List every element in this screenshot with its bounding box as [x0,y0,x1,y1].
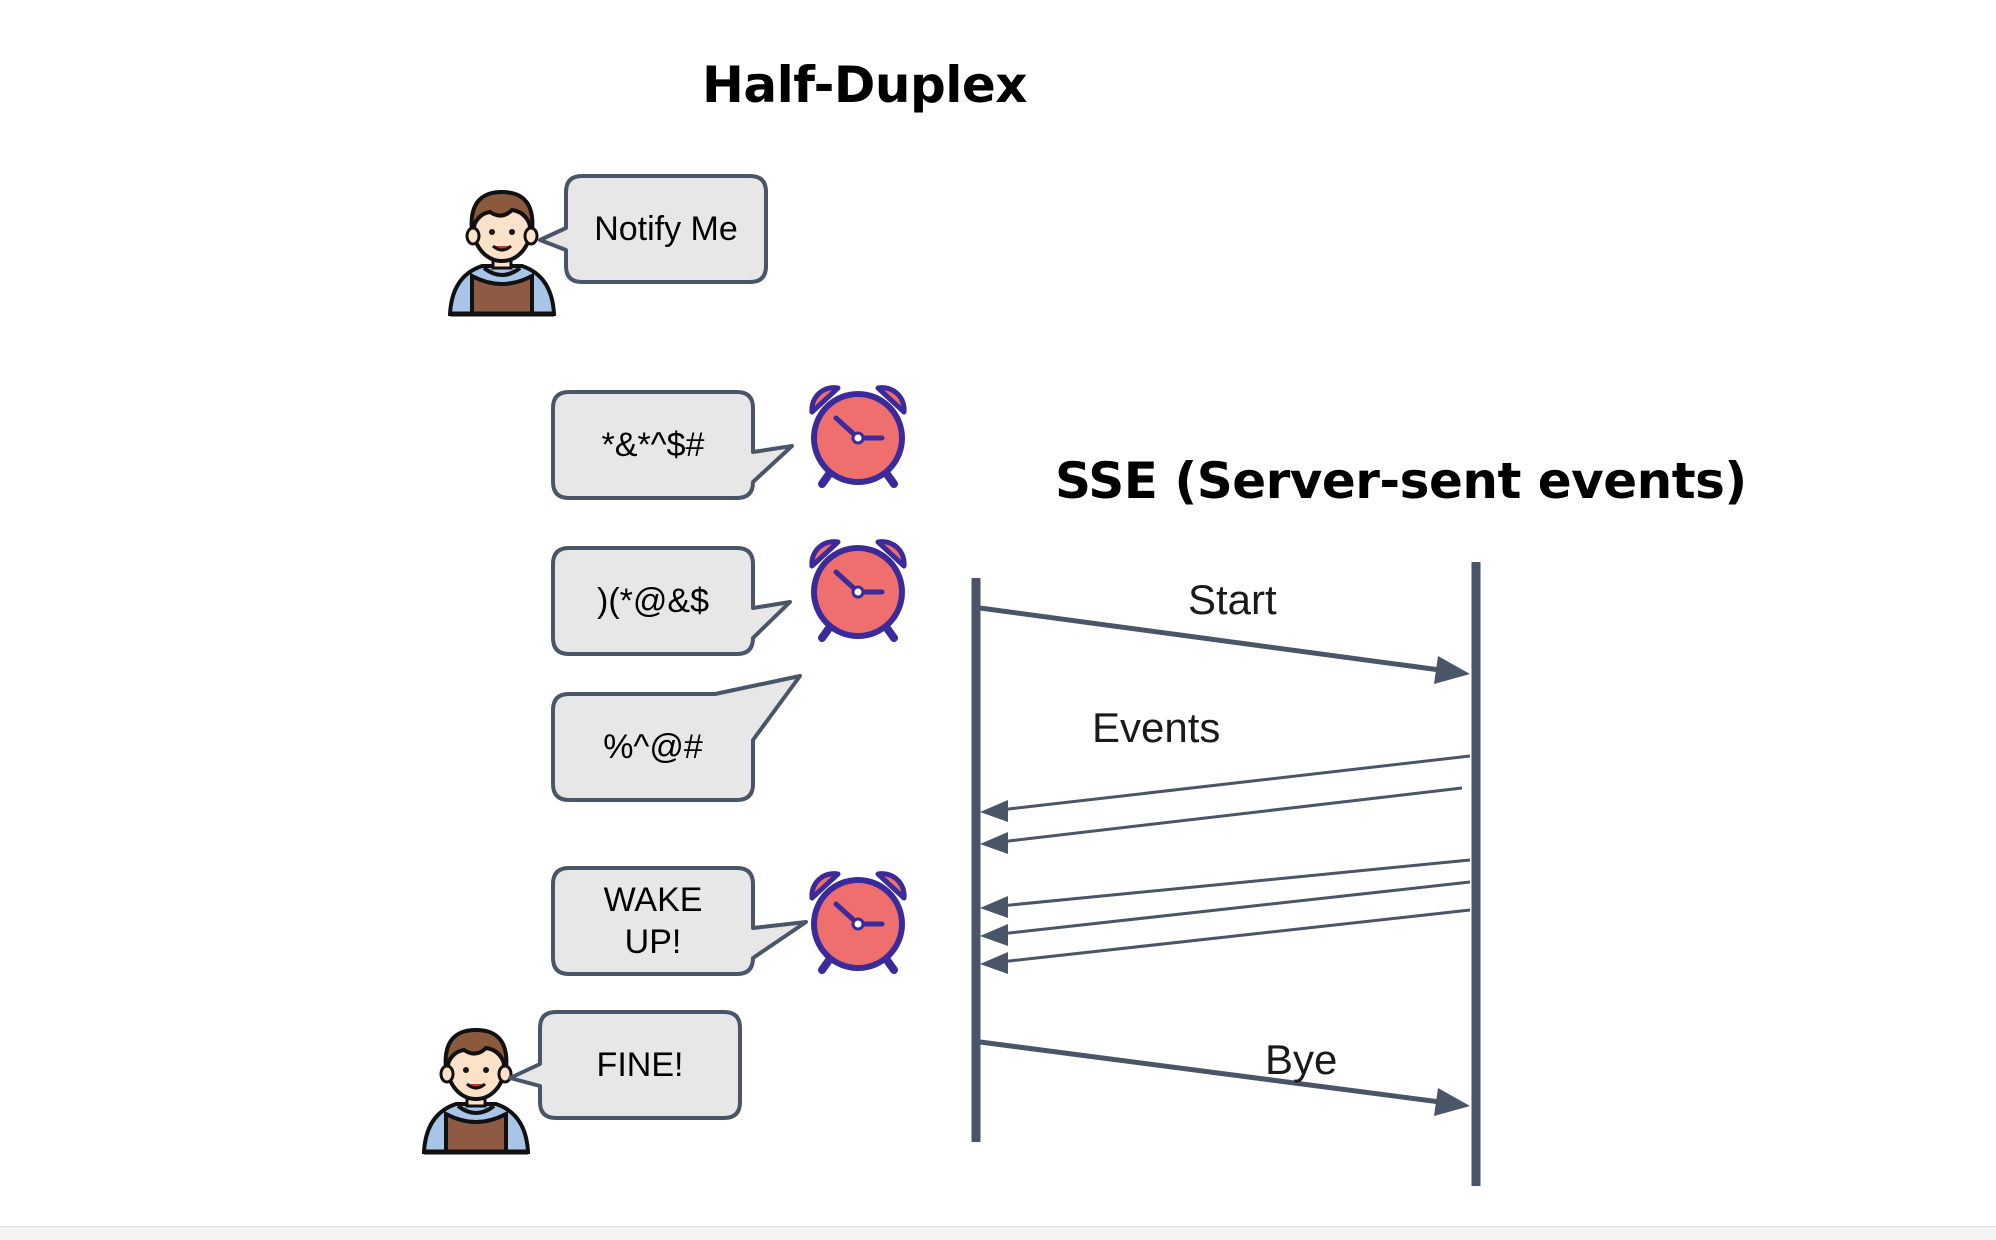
event-arrow-3 [999,858,1471,908]
bubble-3 [551,674,802,802]
bubble-notify-me-text: Notify Me [594,210,738,248]
bubble-3-text: %^@# [603,728,703,766]
bubble-4-text: WAKE UP! [603,881,703,961]
bye-arrowhead [1434,1088,1470,1116]
event-arrowhead-4 [980,924,1008,946]
events-label: Events [1092,704,1221,751]
bubble-4 [551,866,808,976]
bubble-fine-text: FINE! [596,1046,684,1084]
alarm-clock-icon-3 [812,874,904,970]
sse-title: SSE (Server-sent events) [1055,452,1747,510]
bubble-notify-me [538,174,768,284]
event-arrowhead-1 [980,800,1008,822]
event-arrowhead-2 [980,832,1008,854]
bubble-2 [551,546,792,656]
start-arrow [979,605,1441,673]
bottom-edge-strip [0,1226,1996,1240]
bye-arrow [979,1039,1441,1105]
half-duplex-title: Half-Duplex [702,56,1028,114]
bubble-fine [508,1010,742,1120]
event-arrow-4 [999,880,1471,936]
alarm-clock-icon-1 [812,388,904,484]
event-arrowhead-3 [980,896,1008,918]
start-arrowhead [1434,656,1470,684]
alarm-clock-icon-2 [812,542,904,638]
bye-label: Bye [1265,1036,1338,1083]
person-icon-top [450,192,554,314]
start-label: Start [1188,576,1277,623]
event-arrow-5 [999,908,1471,964]
bubble-1 [551,390,794,500]
bubble-2-text: )(*@&$ [597,582,709,620]
person-icon-bottom [424,1030,528,1152]
event-arrowhead-5 [980,952,1008,974]
bubble-1-text: *&*^$# [601,426,705,464]
event-arrow-2 [999,786,1463,844]
event-arrows [980,754,1471,974]
event-arrow-1 [999,754,1471,812]
